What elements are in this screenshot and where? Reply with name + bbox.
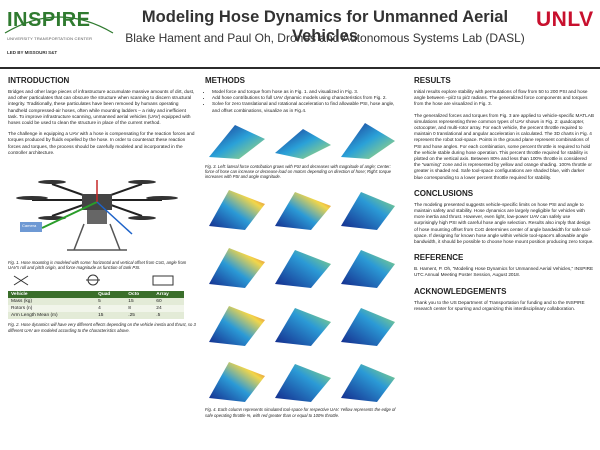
methods-heading: METHODS: [205, 76, 245, 85]
figure-4-caption: Fig. 4. Each column represents simulated…: [205, 407, 396, 418]
conclusions-paragraph: The modeling presented suggests vehicle-…: [414, 201, 594, 245]
figure-3-center-plot: [275, 128, 331, 159]
figure-4-row-3: [209, 306, 395, 347]
results-paragraph-2: The generalized forces and torques from …: [414, 112, 594, 180]
column-right: RESULTS Initial results explore stabilit…: [414, 76, 594, 312]
list-item: Model force and torque from hose as in F…: [212, 89, 399, 95]
table-cell: 4: [95, 305, 126, 313]
table-header-cell: Array: [153, 291, 184, 299]
figure-3-plots: [209, 122, 395, 159]
figure-3-right-plot: [341, 122, 395, 159]
table-cell: 5: [95, 298, 126, 306]
list-item: Solve for zero translational and rotatio…: [212, 101, 399, 113]
inspire-subtitle: UNIVERSITY TRANSPORTATION CENTER: [7, 36, 93, 41]
table-header-cell: Octo: [125, 291, 154, 299]
vehicle-table: Vehicle Quad Octo Array Mass (kg) 5 15 6…: [8, 291, 184, 320]
table-cell: 24: [153, 305, 184, 313]
table-row: Arm Length Mean (m) 15 .25 .5: [8, 312, 184, 320]
inspire-logo: INSPIRE UNIVERSITY TRANSPORTATION CENTER…: [3, 7, 115, 59]
table-cell: Rotors (n): [8, 305, 96, 313]
acknowledgements-heading: ACKNOWLEDGEMENTS: [414, 286, 507, 296]
drone-thumbnails: [13, 274, 174, 286]
unlv-wordmark: UNLV: [536, 8, 594, 31]
intro-paragraph-2: The challenge in equipping a UAV with a …: [8, 131, 195, 155]
inspire-wordmark: INSPIRE: [7, 9, 91, 31]
figure-1-drone: Camera: [12, 162, 182, 257]
header-divider: [0, 67, 600, 69]
results-heading: RESULTS: [414, 76, 451, 85]
table-cell: 8: [125, 305, 154, 313]
table-cell: .5: [153, 312, 184, 320]
quad-toolspace-plot: [209, 190, 265, 231]
column-left: INTRODUCTION Bridges and other large pie…: [8, 76, 196, 333]
quad-icon: [13, 276, 29, 286]
poster-title: Modeling Hose Dynamics for Unmanned Aeri…: [141, 8, 509, 45]
figure-2-caption: Fig. 2. Hose dynamics will have very dif…: [8, 322, 196, 333]
camera-label: Camera: [22, 223, 37, 229]
octo-icon: [86, 274, 100, 286]
conclusions-heading: CONCLUSIONS: [414, 188, 474, 198]
table-cell: 60: [153, 298, 184, 306]
list-item: Add hose contributions to full UAV dynam…: [212, 95, 399, 101]
table-header-cell: Vehicle: [8, 291, 96, 299]
octo-toolspace-plot: [275, 192, 331, 231]
array-toolspace-plot: [341, 192, 395, 231]
figure-3-caption: Fig. 3. Left: lateral force contribution…: [205, 163, 391, 180]
table-cell: Mass (kg): [8, 298, 96, 306]
figure-4-row-4: [209, 362, 395, 403]
intro-paragraph-1: Bridges and other large pieces of infras…: [8, 89, 195, 126]
reference-text: B. Hament, P. Oh, “Modeling Hose Dynamic…: [414, 266, 594, 278]
unlv-logo: UNLV: [536, 8, 596, 48]
header-banner: INSPIRE UNIVERSITY TRANSPORTATION CENTER…: [0, 0, 600, 69]
inspire-led-by: LED BY MISSOURI S&T: [7, 50, 58, 55]
acknowledgements-text: Thank you to the US Department of Transp…: [414, 299, 585, 311]
table-cell: .25: [125, 312, 154, 320]
table-cell: 15: [125, 298, 154, 306]
poster-authors: Blake Hament and Paul Oh, Drones and Aut…: [125, 31, 525, 45]
figure-4-plots: [209, 190, 395, 403]
bridge-icon: [4, 16, 114, 34]
drone-illustration: [16, 180, 178, 251]
reference-heading: REFERENCE: [414, 253, 464, 263]
figure-1-caption: Fig. 1. Hose mounting is modeled with so…: [8, 260, 187, 271]
table-header-row: Vehicle Quad Octo Array: [8, 291, 184, 299]
table-cell: 15: [95, 312, 126, 320]
intro-heading: INTRODUCTION: [8, 76, 70, 85]
array-icon: [152, 275, 174, 286]
table-cell: Arm Length Mean (m): [8, 312, 96, 320]
figure-3-left-plot: [209, 124, 265, 159]
column-middle: METHODS Model force and torque from hose…: [205, 76, 399, 418]
table-row: Rotors (n) 4 8 24: [8, 305, 184, 313]
figure-4-row-1: [209, 190, 395, 231]
figure-4-row-2: [209, 248, 395, 289]
table-row: Mass (kg) 5 15 60: [8, 298, 184, 306]
table-header-cell: Quad: [95, 291, 126, 299]
methods-list: Model force and torque from hose as in F…: [205, 89, 399, 114]
results-paragraph-1: Initial results explore stability with p…: [414, 89, 588, 107]
